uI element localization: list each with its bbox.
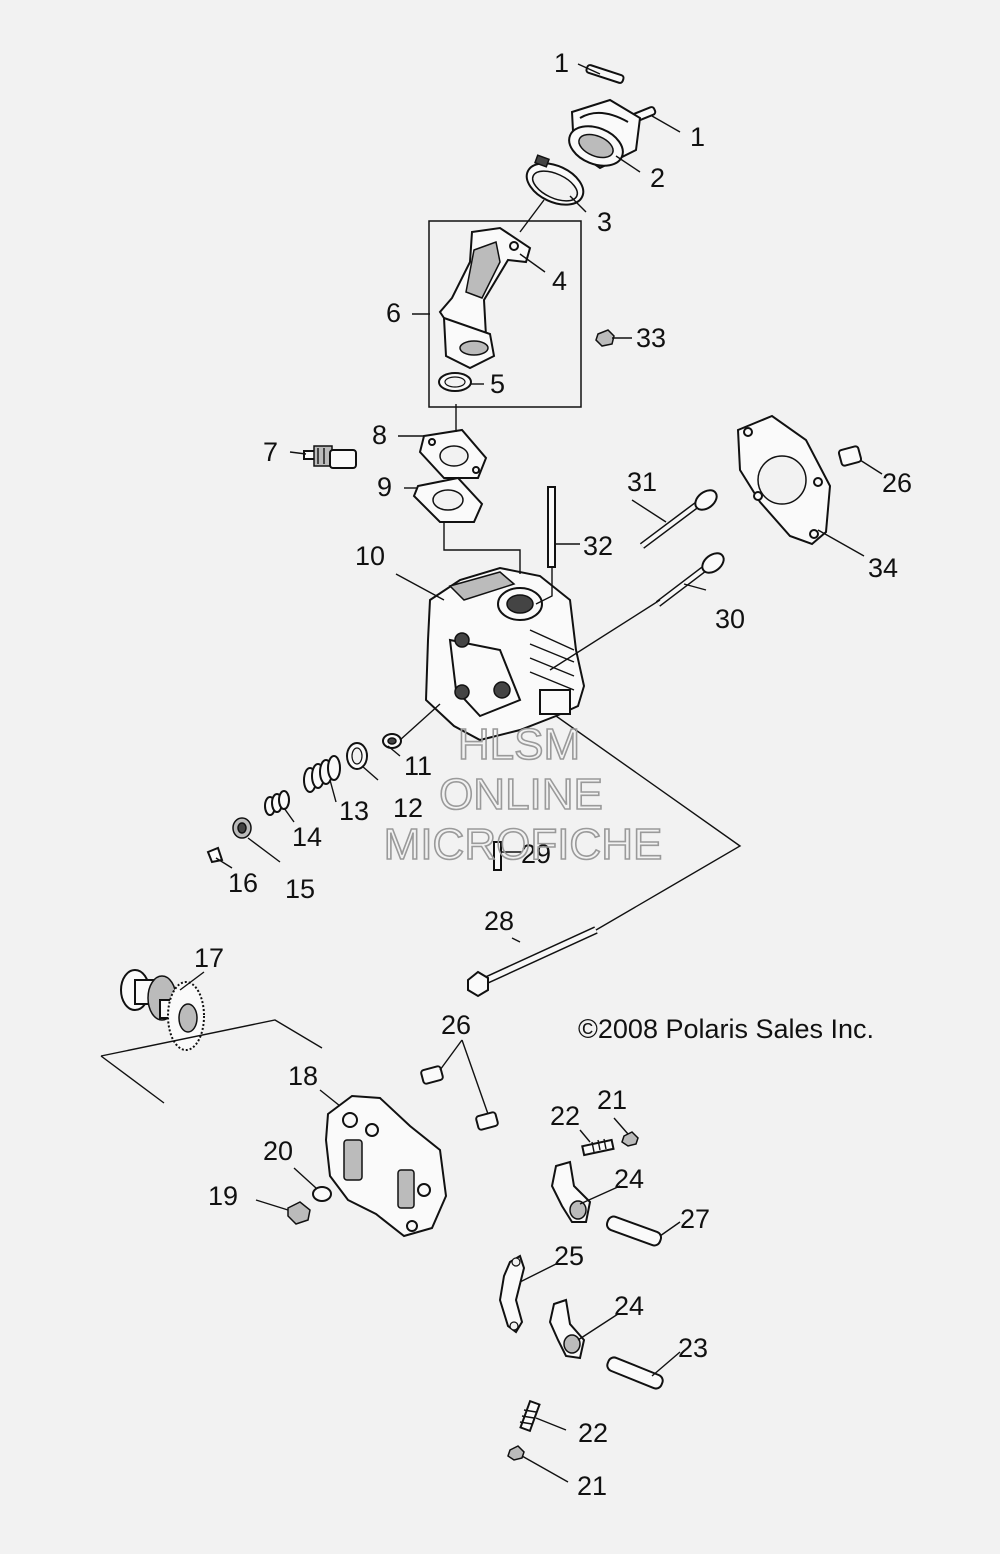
part-11-valve-seal [382, 733, 402, 749]
callout-23: 23 [678, 1333, 708, 1363]
callout-19: 19 [208, 1181, 238, 1211]
watermark-line-2: ONLINE [439, 770, 603, 819]
part-20-washer [312, 1186, 332, 1202]
part-4-intake-manifold [438, 226, 532, 370]
part-10-cylinder-head [424, 566, 586, 742]
part-9-insulator [412, 476, 484, 523]
callout-22-bottom: 22 [578, 1418, 608, 1448]
callout-6: 6 [386, 298, 401, 328]
part-27-rocker-shaft [605, 1215, 663, 1247]
callout-16: 16 [228, 868, 258, 898]
part-23-rocker-shaft [606, 1356, 664, 1390]
part-2-intake-boot [568, 98, 642, 170]
callout-33: 33 [636, 323, 666, 353]
callout-5: 5 [490, 369, 505, 399]
leader-lines [179, 63, 883, 1483]
callout-22-top: 22 [550, 1101, 580, 1131]
part-34-head-gasket [736, 414, 832, 546]
part-7-spark-plug [303, 445, 357, 469]
watermark-line-3: MICROFICHE [384, 820, 663, 869]
callout-30: 30 [715, 604, 745, 634]
callout-13: 13 [339, 796, 369, 826]
callout-8: 8 [372, 420, 387, 450]
part-19-nut [287, 1201, 311, 1225]
copyright-text: ©2008 Polaris Sales Inc. [578, 1014, 874, 1044]
part-17-camshaft [120, 969, 205, 1051]
part-26-dowel-top [837, 445, 863, 467]
part-3-clamp [525, 154, 585, 206]
part-16-keeper [206, 846, 224, 864]
callout-3: 3 [597, 207, 612, 237]
callout-24-bottom: 24 [614, 1291, 644, 1321]
callout-21-bottom: 21 [577, 1471, 607, 1501]
callout-4: 4 [552, 266, 567, 296]
callout-12: 12 [393, 793, 423, 823]
callout-15: 15 [285, 874, 315, 904]
callout-21-top: 21 [597, 1085, 627, 1115]
part-13-outer-spring [303, 755, 341, 793]
part-24-rocker-arm-bottom [548, 1298, 586, 1360]
watermark-line-1: HLSM [458, 720, 580, 769]
part-25-decompression-lever [498, 1254, 526, 1334]
callout-26-top: 26 [882, 468, 912, 498]
callout-27: 27 [680, 1204, 710, 1234]
part-21-nut-top [621, 1131, 639, 1147]
callout-20: 20 [263, 1136, 293, 1166]
part-15-retainer [232, 817, 252, 839]
part-30-valve [655, 552, 725, 607]
callout-9: 9 [377, 472, 392, 502]
part-12-spring-washer [346, 742, 368, 770]
callout-25: 25 [554, 1241, 584, 1271]
callout-17: 17 [194, 943, 224, 973]
callout-1-right: 1 [690, 122, 705, 152]
callout-32: 32 [583, 531, 613, 561]
callout-18: 18 [288, 1061, 318, 1091]
part-31-valve [639, 489, 718, 549]
part-24-rocker-arm-top [550, 1160, 592, 1223]
part-32-stud [547, 486, 556, 568]
callout-28: 28 [484, 906, 514, 936]
callout-26-bottom: 26 [441, 1010, 471, 1040]
part-5-o-ring [438, 372, 472, 392]
part-26-dowel-lower-b [475, 1111, 499, 1131]
part-21-nut-bottom [507, 1445, 525, 1461]
callout-10: 10 [355, 541, 385, 571]
part-22-adjuster-screw-top [581, 1138, 615, 1157]
callout-1-top: 1 [554, 48, 569, 78]
callout-29: 29 [521, 839, 551, 869]
callout-24-top: 24 [614, 1164, 644, 1194]
part-14-inner-spring [264, 790, 290, 816]
part-18-rocker-holder [324, 1094, 448, 1238]
callout-34: 34 [868, 553, 898, 583]
part-22-adjuster-screw-bottom [519, 1399, 541, 1433]
part-8-gasket [418, 428, 488, 479]
cam-group-bracket [100, 1019, 323, 1057]
part-33-nut [595, 329, 615, 347]
part-28-bolt [467, 926, 598, 998]
part-26-dowel-lower-a [420, 1065, 444, 1085]
callout-14: 14 [292, 822, 322, 852]
callout-31: 31 [627, 467, 657, 497]
callout-7: 7 [263, 437, 278, 467]
callout-11: 11 [404, 751, 432, 781]
part-1-pin-top [585, 64, 625, 84]
cam-group-bracket-lower [100, 1055, 165, 1104]
part-29-pin [493, 841, 502, 871]
callout-2: 2 [650, 163, 665, 193]
